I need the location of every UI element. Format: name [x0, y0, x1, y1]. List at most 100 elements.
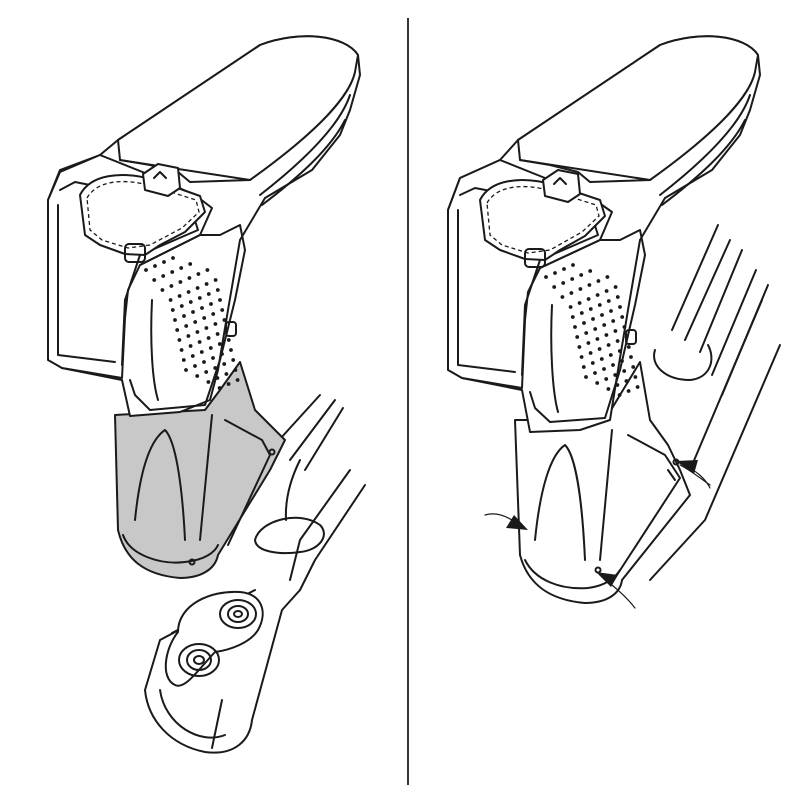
perforation-dot	[575, 335, 580, 339]
perforation-dot	[204, 326, 209, 330]
perforation-dot	[587, 283, 592, 287]
perforation-dot	[568, 305, 573, 309]
perforation-dot	[160, 288, 165, 292]
perforation-dot	[222, 318, 227, 322]
perforation-dot	[161, 274, 166, 278]
perforation-dot	[179, 266, 184, 270]
perforation-dot	[211, 312, 216, 316]
perforation-dot	[191, 310, 195, 314]
perforation-dot	[222, 362, 227, 366]
callout-arrows	[484, 460, 711, 609]
perforation-dot	[570, 277, 575, 281]
perforation-dot	[175, 328, 180, 332]
perforation-dot	[170, 270, 175, 274]
perforation-dot	[202, 316, 207, 320]
perforation-dot	[204, 370, 209, 374]
perforation-dot	[613, 329, 618, 333]
perforation-dot	[615, 339, 620, 343]
perforation-dot	[604, 289, 609, 293]
perforation-dot	[586, 341, 591, 345]
perforation-dot	[581, 365, 586, 369]
left-panel	[47, 35, 366, 754]
perforation-dot	[620, 359, 624, 363]
perforation-dot	[204, 282, 209, 286]
perforation-dot	[177, 338, 182, 342]
perforation-dot	[609, 309, 613, 313]
perforation-dot	[620, 315, 625, 319]
perforation-dot	[613, 373, 618, 377]
perforation-dot	[595, 293, 600, 297]
perforation-dot	[181, 358, 186, 362]
perforation-dot	[593, 327, 598, 331]
perforation-dot	[577, 345, 582, 349]
perforation-dot	[618, 305, 622, 309]
perforation-dot	[226, 338, 231, 342]
arrow-right-screw	[676, 460, 711, 489]
perforation-dot	[569, 291, 574, 295]
center-console-right	[649, 224, 781, 581]
perforation-dot	[606, 387, 611, 391]
perforation-dot	[186, 290, 191, 294]
perforation-dot	[182, 314, 186, 318]
perforation-dot	[608, 353, 613, 357]
perforation-dot	[622, 325, 627, 329]
perforation-dot	[173, 318, 177, 322]
perforation-dot	[573, 325, 577, 329]
perforation-dot	[599, 357, 604, 361]
perforation-dot	[611, 319, 616, 323]
perforation-dot	[579, 273, 584, 277]
perforation-dot	[202, 360, 206, 364]
perforation-dot	[220, 308, 225, 312]
perforation-dot	[617, 393, 622, 397]
perforation-dots-left	[144, 256, 240, 390]
arrow-front-screw	[596, 572, 636, 609]
perforation-dot	[224, 372, 229, 376]
mounting-base-highlighted	[114, 361, 286, 579]
perforation-dot	[235, 378, 240, 382]
perforation-dot	[196, 272, 201, 276]
perforation-dot	[168, 298, 173, 302]
perforation-dot	[602, 323, 607, 327]
perforation-dot	[635, 385, 640, 389]
perforation-dot	[606, 299, 611, 303]
perforation-dot	[215, 376, 220, 380]
armrest-left	[47, 35, 361, 417]
perforation-dot	[226, 382, 231, 386]
perforation-dot	[169, 284, 174, 288]
perforation-dot	[153, 264, 157, 268]
perforation-dot	[624, 379, 629, 383]
perforation-dot	[200, 306, 204, 310]
perforation-dot	[178, 280, 183, 284]
perforation-dot	[184, 324, 189, 328]
perforation-dot	[229, 348, 233, 352]
perforation-dot	[613, 285, 618, 289]
perforation-dot	[591, 317, 595, 321]
perforation-dot	[171, 256, 175, 260]
perforation-dot	[188, 344, 193, 348]
perforation-dot	[562, 267, 566, 271]
perforation-dot	[597, 347, 602, 351]
perforation-dot	[213, 278, 218, 282]
perforation-dot	[162, 260, 166, 264]
perforation-dot	[179, 304, 184, 308]
perforation-dot	[231, 358, 236, 362]
perforation-dot	[586, 297, 591, 301]
perforation-dot	[193, 320, 198, 324]
perforation-dot	[595, 381, 600, 385]
perforation-dot	[560, 295, 565, 299]
perforation-dot	[220, 352, 224, 356]
perforation-dot	[190, 354, 195, 358]
perforation-dot	[579, 355, 584, 359]
perforation-dot	[170, 308, 175, 312]
perforation-dot	[606, 343, 611, 347]
perforation-dot	[631, 365, 636, 369]
perforation-dot	[588, 269, 593, 273]
perforation-dot	[217, 386, 222, 390]
perforation-dot	[197, 296, 202, 300]
perforation-dot	[615, 295, 620, 299]
perforation-dot	[195, 374, 200, 378]
perforation-dot	[209, 302, 213, 306]
perforation-dot	[593, 371, 597, 375]
perforation-dot	[604, 333, 609, 337]
